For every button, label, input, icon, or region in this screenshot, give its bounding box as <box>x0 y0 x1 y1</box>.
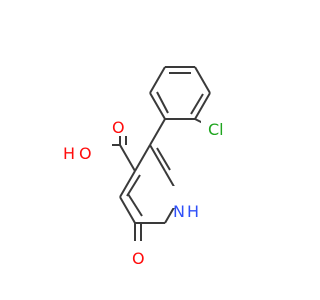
bond <box>149 66 166 94</box>
bond <box>119 170 136 198</box>
bond <box>149 144 166 172</box>
atom-h-ring: H <box>187 202 199 221</box>
mask <box>113 114 133 136</box>
mask <box>82 135 112 157</box>
bond <box>134 144 151 172</box>
chlorophenyl-ring <box>149 66 211 120</box>
bond <box>119 196 136 224</box>
bond-aryl-pyridone <box>149 118 166 146</box>
atom-o-carbonyl-acid: O <box>112 118 125 137</box>
double-bond-inner <box>126 174 141 197</box>
atom-h-hydroxyl: H <box>63 144 75 163</box>
bond <box>119 144 136 172</box>
atom-cl: Cl <box>208 120 224 139</box>
bond <box>194 66 211 94</box>
bond <box>149 92 166 120</box>
double-bond-inner <box>156 147 171 171</box>
atom-o-ring: O <box>132 249 145 268</box>
mask <box>201 118 231 140</box>
bond <box>194 92 211 120</box>
double-bond-inner <box>127 193 143 217</box>
atom-o-hydroxyl: O <box>79 144 92 163</box>
atom-n-ring: N <box>173 202 185 221</box>
molecule-structure: Cl H O O N H O <box>63 66 231 268</box>
pyridone-ring <box>119 144 181 224</box>
double-bond-inner <box>156 91 169 114</box>
mask <box>128 241 148 263</box>
double-bond-inner <box>190 93 204 115</box>
mask <box>166 186 202 208</box>
